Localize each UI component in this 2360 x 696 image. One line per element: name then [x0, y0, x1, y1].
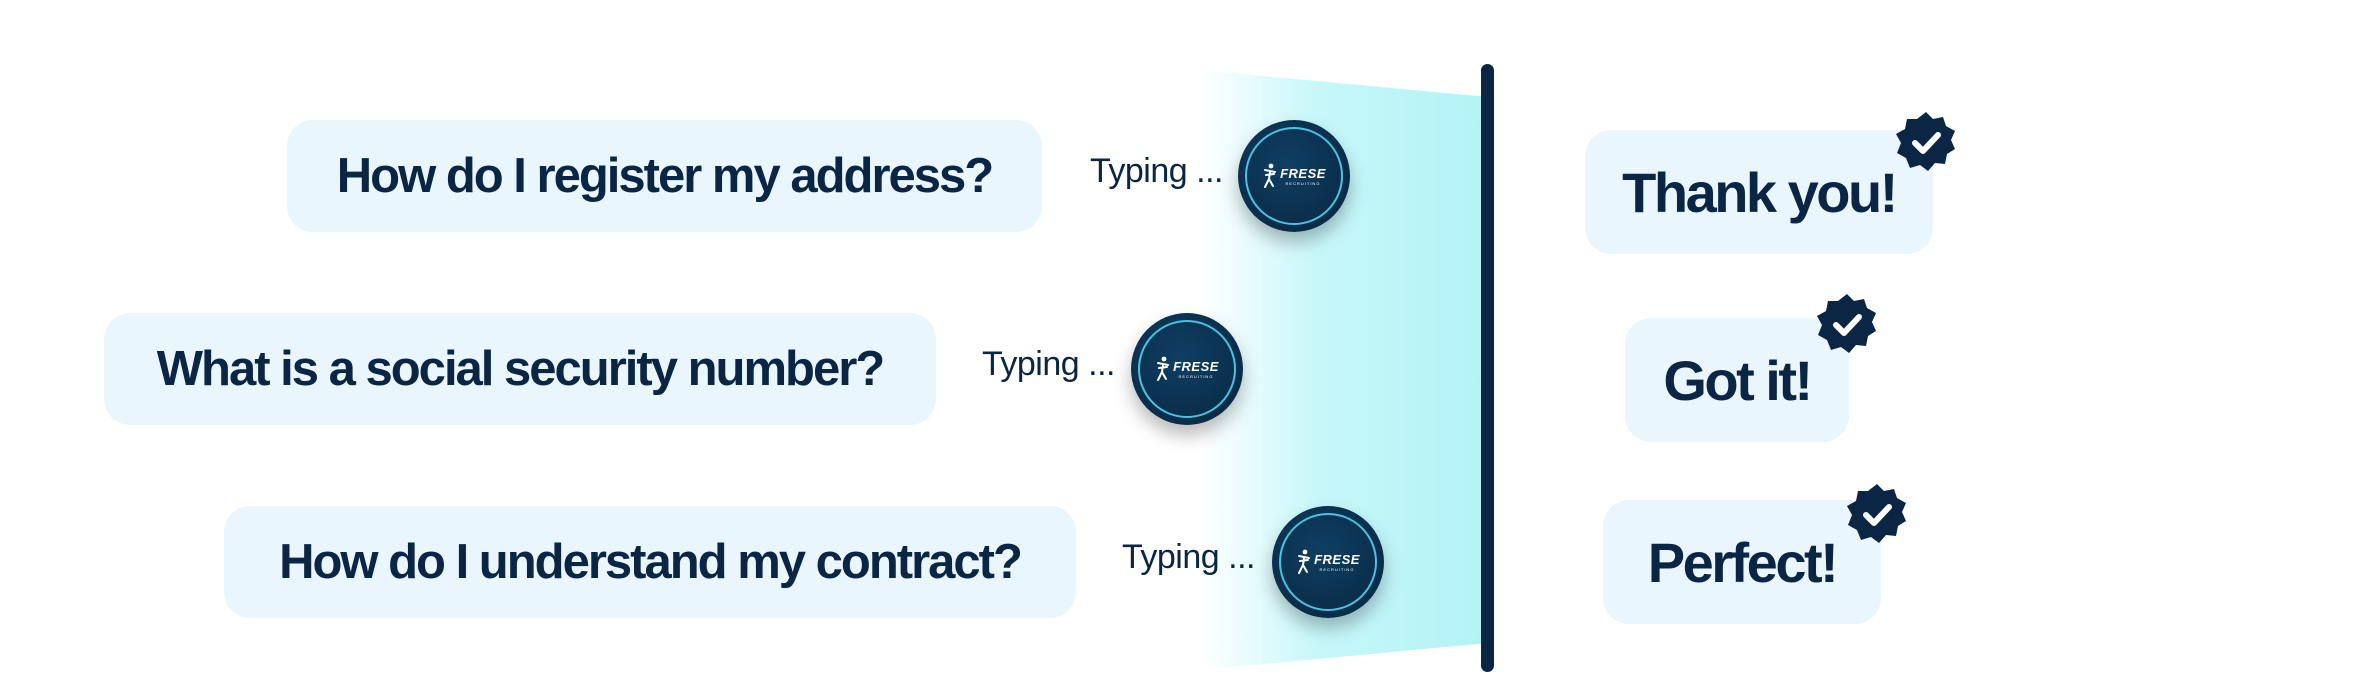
frese-logo: FRESE RECRUITING [1262, 163, 1326, 189]
answer-text: Got it! [1663, 348, 1813, 412]
bot-avatar: FRESE RECRUITING [1272, 506, 1384, 618]
typing-indicator: Typing ... [1090, 152, 1223, 190]
check-badge-icon [1896, 112, 1955, 171]
frese-logo: FRESE RECRUITING [1296, 549, 1360, 575]
avatar-ring [1245, 127, 1343, 225]
answer-text: Perfect! [1647, 530, 1839, 594]
question-text: What is a social security number? [156, 342, 885, 396]
avatar-ring [1279, 513, 1377, 611]
logo-name: FRESE [1280, 165, 1326, 181]
answer-bubble-2: Got it! [1625, 318, 1849, 442]
divider-line [1481, 64, 1494, 672]
question-text: How do I register my address? [336, 149, 994, 203]
question-bubble-3: How do I understand my contract? [224, 506, 1076, 618]
typing-indicator: Typing ... [982, 345, 1115, 383]
bot-avatar: FRESE RECRUITING [1238, 120, 1350, 232]
question-bubble-2: What is a social security number? [104, 313, 936, 425]
frese-logo-icon [1264, 163, 1277, 188]
logo-name: FRESE [1173, 358, 1219, 374]
question-bubble-1: How do I register my address? [287, 120, 1042, 232]
question-text: How do I understand my contract? [279, 535, 1023, 589]
check-badge-icon [1847, 484, 1906, 543]
logo-name: FRESE [1314, 551, 1360, 567]
logo-subtitle: RECRUITING [1178, 373, 1214, 379]
answer-text: Thank you! [1622, 160, 1898, 224]
logo-subtitle: RECRUITING [1319, 566, 1355, 572]
frese-logo: FRESE RECRUITING [1155, 356, 1219, 382]
logo-subtitle: RECRUITING [1285, 180, 1321, 186]
check-badge-icon [1817, 294, 1876, 353]
frese-logo-icon [1298, 549, 1311, 574]
bot-avatar: FRESE RECRUITING [1131, 313, 1243, 425]
answer-bubble-1: Thank you! [1585, 130, 1933, 254]
typing-indicator: Typing ... [1122, 538, 1255, 576]
answer-bubble-3: Perfect! [1603, 500, 1881, 624]
avatar-ring [1138, 320, 1236, 418]
frese-logo-icon [1157, 356, 1170, 381]
